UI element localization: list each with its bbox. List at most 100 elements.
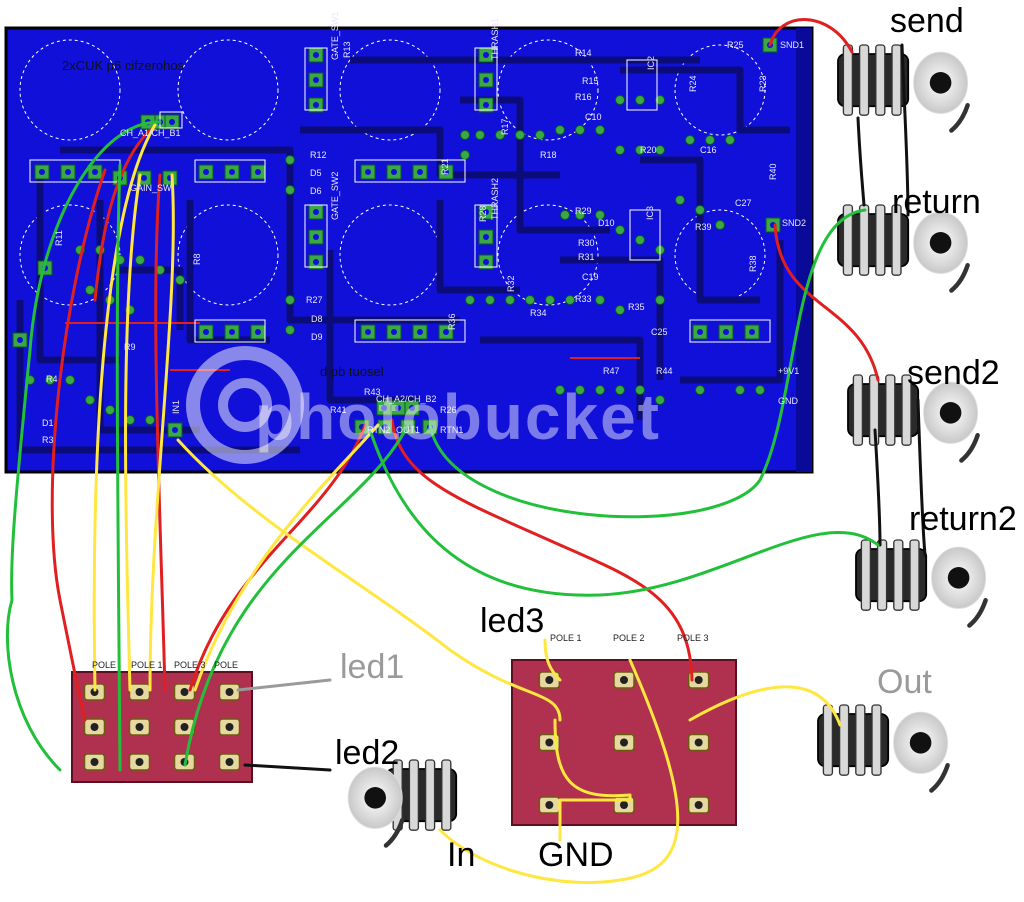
pad-hole xyxy=(313,52,319,58)
pad-hole xyxy=(483,52,489,58)
jack-hole xyxy=(929,232,952,254)
switch-lug-hole xyxy=(694,738,703,747)
silk-label: THRASH1 xyxy=(490,17,500,60)
jack-label-in: In xyxy=(447,836,476,874)
pad-hole xyxy=(313,234,319,240)
silk-label: R16 xyxy=(575,92,592,102)
wire-green-rtn2 xyxy=(368,428,880,597)
via xyxy=(615,225,625,235)
silk-label: IC2 xyxy=(646,55,656,70)
via xyxy=(535,130,545,140)
via xyxy=(595,385,605,395)
via xyxy=(565,295,575,305)
wire-yellow-led3 xyxy=(543,638,562,682)
via xyxy=(285,325,295,335)
via xyxy=(505,295,515,305)
via xyxy=(555,125,565,135)
switch-label-led3: led3 xyxy=(480,602,545,640)
via xyxy=(485,295,495,305)
silk-label: R13 xyxy=(342,41,352,58)
pad-hole xyxy=(391,329,397,335)
switch-lug-hole xyxy=(90,758,99,766)
wire-yellow-gnd xyxy=(553,718,632,842)
wire-red-left1 xyxy=(50,168,107,722)
silk-label: C10 xyxy=(585,112,602,122)
silk-label: OUT1 xyxy=(396,425,421,435)
silk-label: R24 xyxy=(688,75,698,92)
wire-yellow-in xyxy=(176,438,562,722)
via xyxy=(635,235,645,245)
pad-hole xyxy=(141,175,147,181)
jack-lug xyxy=(424,759,436,831)
wire-black-send2-return2-2 xyxy=(916,398,927,557)
wire-yellow-1 xyxy=(92,123,157,692)
via xyxy=(755,385,765,395)
via xyxy=(145,415,155,425)
via xyxy=(655,95,665,105)
wire-red-pcb xyxy=(93,128,152,302)
silk-label: RTN2 xyxy=(367,425,391,435)
pole-label-left-3: POLE 3 xyxy=(174,660,206,670)
jack-lug xyxy=(875,44,886,116)
silk-label: R32 xyxy=(506,275,516,292)
jack-lug xyxy=(875,204,886,276)
pad-hole xyxy=(443,329,449,335)
via xyxy=(545,295,555,305)
silk-label: R3 xyxy=(42,435,54,445)
pot-outlines xyxy=(19,39,766,306)
wire-red-out xyxy=(390,418,694,682)
jack-lock-tab xyxy=(949,103,970,133)
via xyxy=(465,295,475,305)
via xyxy=(615,145,625,155)
pad-hole xyxy=(483,102,489,108)
silk-label: R9 xyxy=(124,342,136,352)
pad-hole xyxy=(723,329,729,335)
switches xyxy=(71,659,737,826)
pole-label-right-3: POLE 3 xyxy=(677,633,709,643)
via xyxy=(285,155,295,165)
switch-lug-hole xyxy=(90,723,99,731)
via xyxy=(475,130,485,140)
jack-label-return: return xyxy=(892,183,981,221)
silk-label: R43 xyxy=(364,387,381,397)
silk-label: RTN1 xyxy=(440,425,464,435)
pad-hole xyxy=(409,405,415,411)
switch-label-gnd: GND xyxy=(538,836,614,874)
wire-yellow-3 xyxy=(148,173,175,692)
switch-lug-hole xyxy=(225,723,234,731)
wire-black-send2-return2 xyxy=(873,428,882,547)
via xyxy=(65,375,75,385)
silk-label: R26 xyxy=(440,405,457,415)
via xyxy=(285,185,295,195)
wire-green-rtn1 xyxy=(428,208,867,519)
pcb-title: 2xCUK p6 cifzerohos xyxy=(62,58,185,73)
silk-label: R35 xyxy=(628,302,645,312)
jack-hole xyxy=(364,787,386,809)
silk-label: R38 xyxy=(748,255,758,272)
silk-label: D6 xyxy=(310,186,322,196)
switch-lug-hole xyxy=(135,688,144,696)
jack-body xyxy=(855,548,928,603)
silk-label: R14 xyxy=(575,48,592,58)
via xyxy=(495,130,505,140)
via xyxy=(655,295,665,305)
silk-label: IN1 xyxy=(171,399,181,414)
silk-label: D5 xyxy=(310,168,322,178)
wire-red-snd1 xyxy=(768,18,854,54)
jack-lug xyxy=(901,374,912,446)
pad-hole xyxy=(382,424,388,430)
via xyxy=(655,395,665,405)
via xyxy=(105,405,115,415)
switch-lug-hole xyxy=(694,801,703,809)
jack-hole xyxy=(939,402,962,424)
component-outlines xyxy=(29,47,771,343)
via xyxy=(560,210,570,220)
jack-send2 xyxy=(847,374,980,463)
switch-lug-hole xyxy=(620,676,628,684)
switch-lug-hole xyxy=(180,688,189,696)
silk-label: GND xyxy=(778,396,798,406)
jack-lug xyxy=(855,704,866,776)
wire-black-led1 xyxy=(236,678,332,692)
pole-label-right-1: POLE 1 xyxy=(550,633,582,643)
jack-in xyxy=(347,759,458,848)
